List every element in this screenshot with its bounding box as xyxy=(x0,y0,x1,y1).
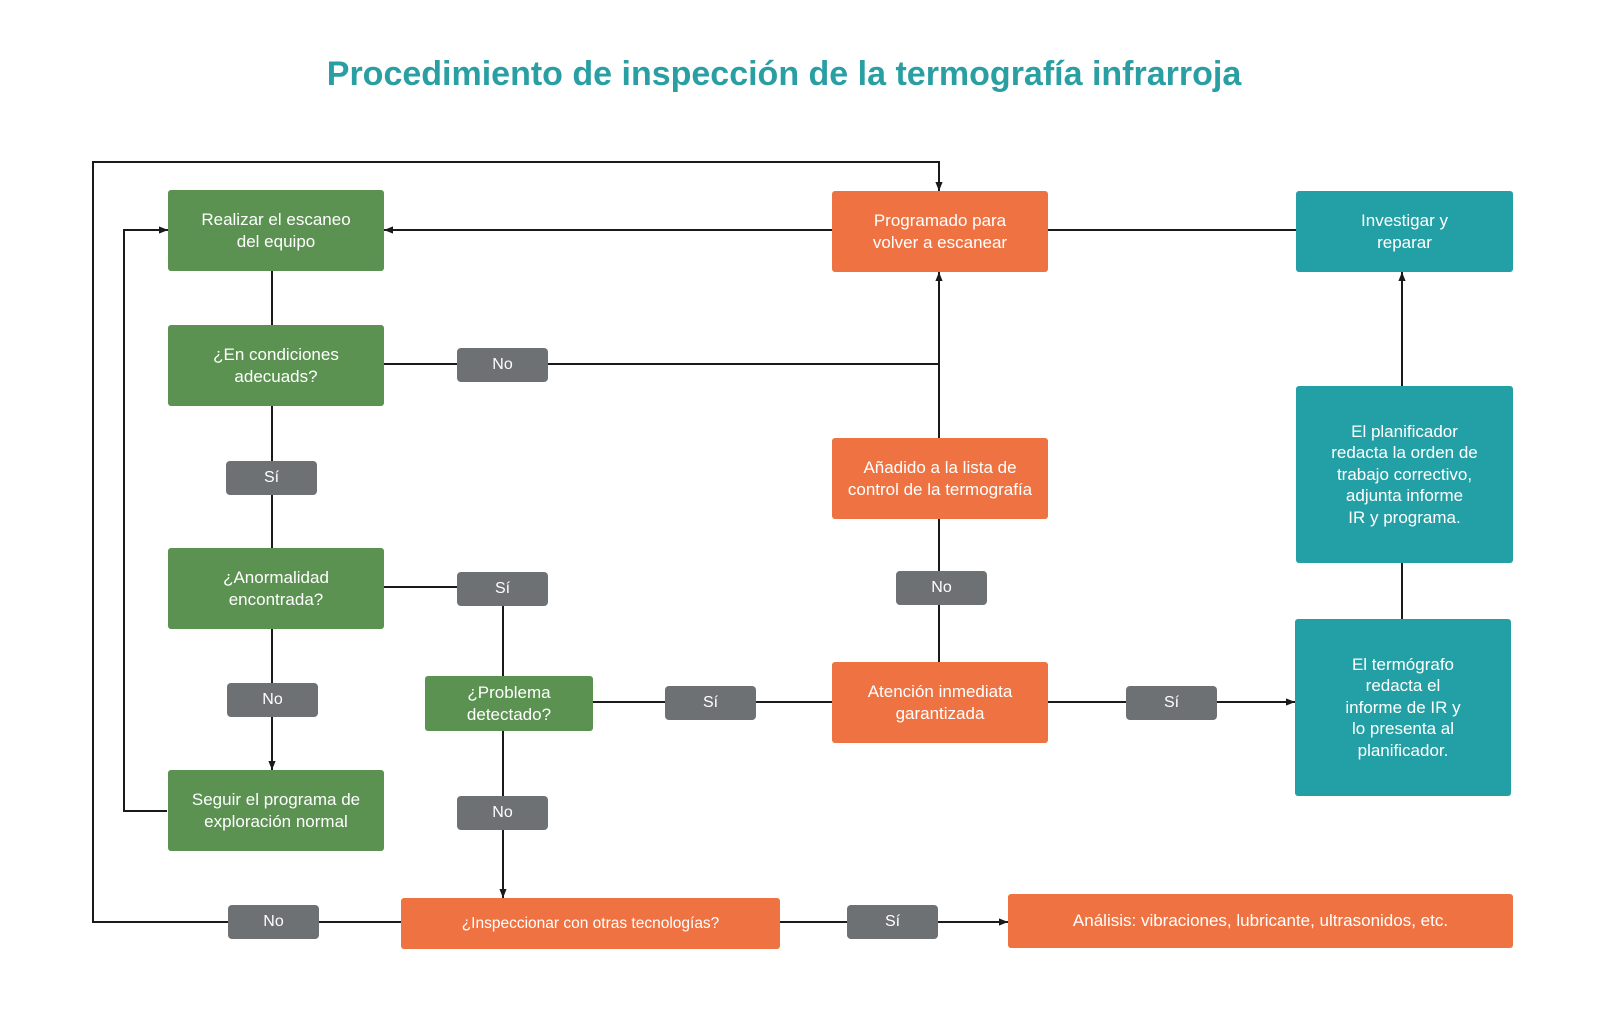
node-anormalidad-encontrada: ¿Anormalidad encontrada? xyxy=(168,548,384,629)
edge-label-atencion-no: No xyxy=(896,571,987,605)
node-programado-reescanear: Programado para volver a escanear xyxy=(832,191,1048,272)
edge-label-inspeccionar-si: Sí xyxy=(847,905,938,939)
node-inspeccionar-otras-tecnologias: ¿Inspeccionar con otras tecnologías? xyxy=(401,898,780,949)
node-analisis: Análisis: vibraciones, lubricante, ultra… xyxy=(1008,894,1513,948)
edge-label-anormalidad-si: Sí xyxy=(457,572,548,606)
edge-label-text: Sí xyxy=(494,580,511,597)
edge-label-text: No xyxy=(263,913,284,930)
node-problema-detectado: ¿Problema detectado? xyxy=(425,676,593,731)
edge-label-atencion-si: Sí xyxy=(1126,686,1217,720)
node-anormalidad-encontrada-label: ¿Anormalidad encontrada? xyxy=(223,568,329,609)
edge-label-problema-si: Sí xyxy=(665,686,756,720)
node-realizar-escaneo: Realizar el escaneo del equipo xyxy=(168,190,384,271)
edge-label-text: No xyxy=(492,804,513,821)
node-seguir-programa-label: Seguir el programa de exploración normal xyxy=(191,790,361,831)
node-problema-detectado-label: ¿Problema detectado? xyxy=(466,683,552,724)
edge-label-text: Sí xyxy=(263,469,280,486)
edge-label-text: Sí xyxy=(1163,694,1180,711)
node-atencion-inmediata: Atención inmediata garantizada xyxy=(832,662,1048,743)
node-seguir-programa: Seguir el programa de exploración normal xyxy=(168,770,384,851)
node-termografo: El termógrafo redacta el informe de IR y… xyxy=(1295,619,1511,796)
connector-inner-loop xyxy=(123,226,168,812)
node-investigar-reparar-label: Investigar y reparar xyxy=(1361,211,1448,252)
node-investigar-reparar: Investigar y reparar xyxy=(1296,191,1513,272)
node-anadido-lista-control: Añadido a la lista de control de la term… xyxy=(832,438,1048,519)
node-inspeccionar-otras-tecnologias-label: ¿Inspeccionar con otras tecnologías? xyxy=(461,914,720,932)
edge-label-anormalidad-no: No xyxy=(227,683,318,717)
edge-label-text: Sí xyxy=(702,694,719,711)
node-realizar-escaneo-label: Realizar el escaneo del equipo xyxy=(201,210,351,251)
edge-label-text: No xyxy=(492,356,513,373)
node-anadido-lista-control-label: Añadido a la lista de control de la term… xyxy=(847,458,1033,499)
edge-label-text: No xyxy=(262,691,283,708)
node-condiciones-adecuadas-label: ¿En condiciones adecuads? xyxy=(213,345,339,386)
node-condiciones-adecuadas: ¿En condiciones adecuads? xyxy=(168,325,384,406)
edge-label-problema-no: No xyxy=(457,796,548,830)
edge-label-inspeccionar-no: No xyxy=(228,905,319,939)
node-termografo-label: El termógrafo redacta el informe de IR y… xyxy=(1345,654,1461,760)
diagram-title: Procedimiento de inspección de la termog… xyxy=(326,55,1242,93)
node-programado-reescanear-label: Programado para volver a escanear xyxy=(872,211,1008,252)
connector-outer-loop xyxy=(92,161,943,923)
edge-label-condiciones-si: Sí xyxy=(226,461,317,495)
node-planificador: El planificador redacta la orden de trab… xyxy=(1296,386,1513,563)
node-planificador-label: El planificador redacta la orden de trab… xyxy=(1331,421,1478,527)
edge-label-text: Sí xyxy=(884,913,901,930)
node-analisis-label: Análisis: vibraciones, lubricante, ultra… xyxy=(1072,911,1449,931)
edge-label-condiciones-no: No xyxy=(457,348,548,382)
edge-label-text: No xyxy=(931,579,952,596)
node-atencion-inmediata-label: Atención inmediata garantizada xyxy=(867,682,1013,723)
